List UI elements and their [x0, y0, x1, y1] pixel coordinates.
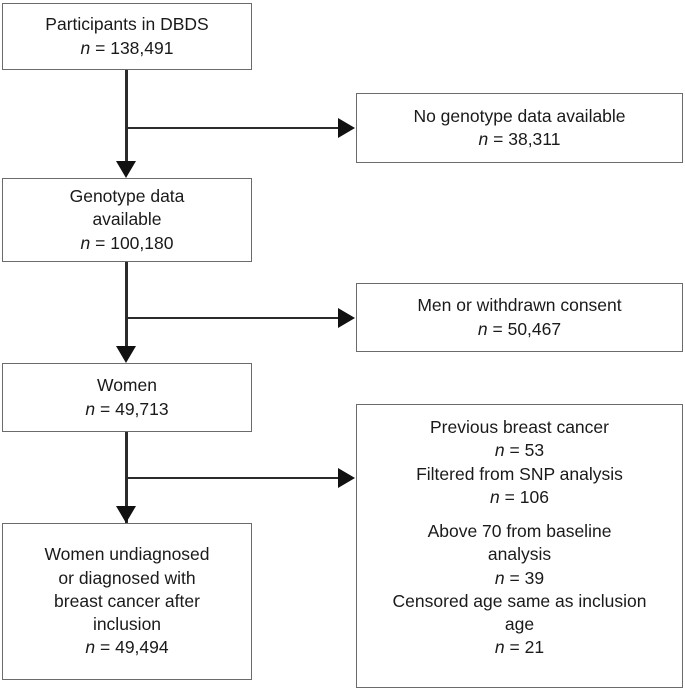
- node-men-withdrawn-line1: Men or withdrawn consent: [417, 295, 622, 316]
- n-value: = 50,467: [492, 318, 562, 339]
- node-genotype-data-available: Genotype data available n = 100,180: [2, 178, 252, 262]
- node-genotype-line1: Genotype data: [69, 186, 185, 207]
- n-symbol: n: [494, 567, 505, 588]
- node-women: Women n = 49,713: [2, 363, 252, 432]
- n-symbol: n: [477, 318, 488, 339]
- node-exclusions-count-1: n = 53: [495, 439, 544, 462]
- n-symbol: n: [85, 637, 96, 658]
- arrowhead-right-to-no-genotype: [338, 118, 355, 138]
- node-final-cohort-line2: or diagnosed with: [58, 567, 196, 588]
- n-value: = 49,713: [100, 398, 169, 419]
- n-value: = 21: [509, 637, 545, 658]
- node-women-line1: Women: [97, 375, 157, 396]
- arrowhead-down-to-final-cohort: [116, 506, 136, 523]
- node-final-cohort-line4: inclusion: [92, 614, 162, 635]
- node-exclusions-above-70-line2: analysis: [487, 544, 552, 565]
- node-exclusions: Previous breast cancer n = 53 Filtered f…: [356, 404, 683, 688]
- node-final-cohort-count: n = 49,494: [85, 636, 168, 659]
- n-value: = 100,180: [95, 232, 174, 253]
- node-exclusions-above-70-line1: Above 70 from baseline: [427, 521, 612, 542]
- connector-branch-men-withdrawn-horizontal: [125, 316, 340, 319]
- node-exclusions-count-2: n = 106: [490, 486, 549, 509]
- node-exclusions-censored-age-line1: Censored age same as inclusion: [392, 590, 647, 611]
- node-exclusions-previous-breast-cancer: Previous breast cancer: [430, 417, 609, 437]
- node-exclusions-count-4: n = 21: [495, 636, 544, 659]
- node-exclusions-count-3: n = 39: [495, 567, 544, 590]
- node-no-genotype-count: n = 38,311: [479, 128, 561, 151]
- node-final-cohort-line3: breast cancer after: [54, 590, 200, 611]
- node-participants-in-dbds: Participants in DBDS n = 138,491: [2, 3, 252, 70]
- node-final-cohort-line1: Women undiagnosed: [44, 544, 210, 565]
- n-value: = 138,491: [95, 37, 174, 58]
- n-symbol: n: [494, 637, 505, 658]
- connector-branch-no-genotype-horizontal: [125, 126, 340, 129]
- node-final-cohort: Women undiagnosed or diagnosed with brea…: [2, 523, 252, 680]
- node-no-genotype-data: No genotype data available n = 38,311: [356, 93, 683, 163]
- node-exclusions-filtered-snp: Filtered from SNP analysis: [416, 463, 623, 484]
- node-genotype-count: n = 100,180: [81, 232, 174, 255]
- n-value: = 53: [509, 440, 545, 461]
- n-symbol: n: [85, 398, 96, 419]
- node-genotype-line2: available: [92, 209, 162, 230]
- connector-participants-to-genotype-vertical: [125, 70, 128, 163]
- connector-branch-exclusions-horizontal: [125, 476, 340, 479]
- node-exclusions-censored-age-line2: age: [504, 614, 535, 635]
- node-men-withdrawn-count: n = 50,467: [478, 318, 561, 341]
- arrowhead-down-to-women: [116, 346, 136, 363]
- n-symbol: n: [490, 486, 500, 507]
- arrowhead-right-to-exclusions: [338, 468, 355, 488]
- arrowhead-down-to-genotype: [116, 161, 136, 178]
- n-value: = 38,311: [493, 129, 561, 149]
- n-symbol: n: [478, 129, 489, 149]
- n-symbol: n: [494, 440, 505, 461]
- connector-genotype-to-women-vertical: [125, 262, 128, 348]
- n-value: = 106: [504, 486, 549, 507]
- n-symbol: n: [80, 37, 91, 58]
- node-participants-line1: Participants in DBDS: [45, 14, 209, 35]
- arrowhead-right-to-men-withdrawn: [338, 308, 355, 328]
- node-participants-count: n = 138,491: [81, 37, 174, 60]
- n-value: = 39: [509, 567, 545, 588]
- n-value: = 49,494: [100, 637, 169, 658]
- node-men-or-withdrawn-consent: Men or withdrawn consent n = 50,467: [356, 283, 683, 352]
- node-no-genotype-line1: No genotype data available: [413, 105, 626, 126]
- node-women-count: n = 49,713: [85, 398, 168, 421]
- n-symbol: n: [80, 232, 91, 253]
